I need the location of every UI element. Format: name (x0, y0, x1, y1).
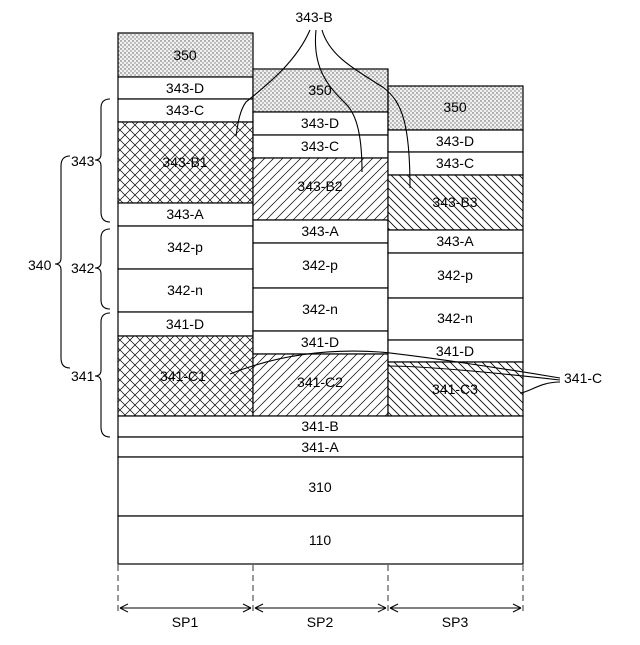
callout-343-b: 343-B (295, 9, 332, 25)
sp1-341-d-label: 341-D (166, 316, 204, 332)
sp1-343-c-label: 343-C (166, 102, 204, 118)
sp1-label: SP1 (172, 614, 199, 630)
sp2-343-a-label: 343-A (301, 223, 339, 239)
group-label-340: 340 (28, 257, 52, 273)
brace-343 (95, 99, 110, 222)
sp3-350-label: 350 (443, 99, 467, 115)
sp3-343-c-label: 343-C (436, 155, 474, 171)
110-label: 110 (309, 532, 332, 548)
brace-340 (55, 156, 70, 368)
callout-341-c: 341-C (564, 370, 602, 386)
sp2-343-c-label: 343-C (301, 138, 339, 154)
group-label-343: 343 (71, 153, 95, 169)
sp1-350-label: 350 (173, 47, 197, 63)
sp3-dimension-arrow (390, 604, 521, 612)
group-label-342: 342 (71, 260, 95, 276)
brace-342 (95, 229, 110, 309)
sp3-342-n-label: 342-n (437, 310, 473, 326)
sp1-341-c1-label: 341-C1 (160, 368, 206, 384)
sp1-343-d-label: 343-D (166, 80, 204, 96)
341-b-label: 341-B (301, 418, 338, 434)
sp2-342-n-label: 342-n (302, 301, 338, 317)
sp2-342-p-label: 342-p (302, 257, 338, 273)
sp2-343-d-label: 343-D (301, 115, 339, 131)
sp2-341-d-label: 341-D (301, 334, 339, 350)
group-label-341: 341 (71, 368, 95, 384)
sp3-label: SP3 (442, 614, 469, 630)
sp3-341-d-label: 341-D (436, 343, 474, 359)
sp3-341-c3-label: 341-C3 (432, 381, 478, 397)
sp2-dimension-arrow (255, 604, 386, 612)
sp1-343-a-label: 343-A (166, 206, 204, 222)
sp1-342-p-label: 342-p (167, 239, 203, 255)
sp1-342-n-label: 342-n (167, 282, 203, 298)
sp2-label: SP2 (307, 614, 334, 630)
sp1-dimension-arrow (120, 604, 251, 612)
sp2-343-b2-label: 343-B2 (297, 178, 342, 194)
341-a-label: 341-A (301, 439, 339, 455)
sp1-343-b1-label: 343-B1 (162, 154, 207, 170)
leader-341-c3 (520, 382, 560, 393)
sp3-342-p-label: 342-p (437, 267, 473, 283)
sp2-341-c2-label: 341-C2 (297, 374, 343, 390)
sp3-343-a-label: 343-A (436, 233, 474, 249)
sp3-343-b3-label: 343-B3 (432, 194, 477, 210)
310-label: 310 (308, 479, 332, 495)
sp3-343-d-label: 343-D (436, 133, 474, 149)
brace-341 (95, 313, 110, 437)
